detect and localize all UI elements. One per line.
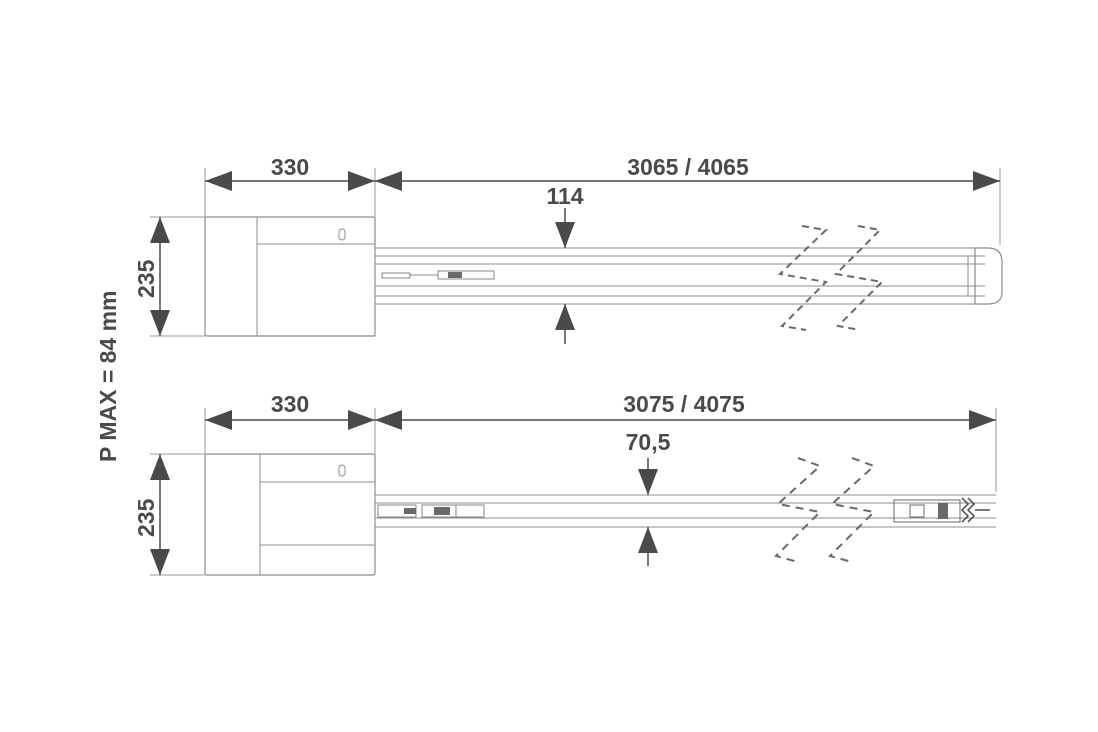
arrowhead [555, 304, 575, 330]
top-carriage [381, 270, 495, 280]
top-rail-height-label: 114 [546, 183, 583, 209]
bottom-motor-cover [259, 481, 376, 546]
max-pressure-label: P MAX = 84 mm [95, 290, 121, 462]
arrowhead [348, 410, 375, 430]
bottom-motor-length-label: 330 [271, 391, 309, 417]
arrowhead [969, 410, 996, 430]
arrowhead [555, 222, 575, 248]
arrowhead [348, 171, 375, 191]
arrowhead [150, 549, 170, 575]
arrowhead [375, 171, 402, 191]
top-motor-housing [204, 216, 376, 337]
bottom-view: 330 3075 / 4075 235 [133, 391, 997, 576]
top-motor-knob [338, 228, 346, 241]
top-motor-height-label: 235 [133, 259, 159, 298]
arrowhead [150, 454, 170, 480]
arrowhead [375, 410, 402, 430]
top-view: 330 3065 / 4065 235 [133, 154, 1003, 344]
arrowhead [150, 217, 170, 243]
arrowhead [150, 310, 170, 336]
bottom-rail-length-label: 3075 / 4075 [623, 391, 745, 417]
bottom-tensioner [893, 497, 990, 523]
bottom-break-marks [774, 457, 877, 563]
arrowhead [205, 410, 232, 430]
bottom-motor-height-label: 235 [133, 498, 159, 537]
arrowhead [205, 171, 232, 191]
top-motor-length-label: 330 [271, 154, 309, 180]
arrowhead [973, 171, 1000, 191]
arrowhead [638, 469, 658, 495]
top-break-marks [777, 225, 885, 331]
top-rail-length-label: 3065 / 4065 [627, 154, 749, 180]
bottom-motor-knob [338, 464, 346, 477]
bottom-carriage [377, 504, 485, 518]
bottom-rail-height-label: 70,5 [626, 429, 671, 455]
arrowhead [638, 527, 658, 553]
bottom-motor-housing [204, 453, 376, 576]
top-rail-end-cap [974, 247, 1003, 305]
top-motor-cover [256, 243, 376, 337]
